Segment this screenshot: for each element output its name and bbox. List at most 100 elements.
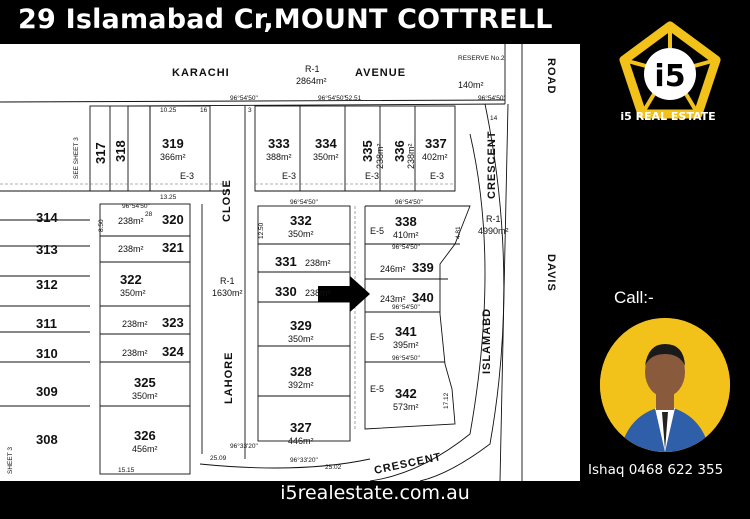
- dim-label: 12.50: [258, 222, 265, 239]
- arrow-icon: [318, 276, 370, 312]
- dim-label: 25.09: [210, 455, 227, 462]
- agent-photo: [600, 318, 730, 452]
- lot-area: 456m²: [132, 444, 158, 454]
- lot-number: 318: [113, 140, 128, 162]
- lot-area: 243m²: [380, 294, 406, 304]
- lot-number: 317: [93, 142, 108, 164]
- lot-number: 333: [268, 136, 290, 151]
- lot-number: 342: [395, 386, 417, 401]
- lot-area: 350m²: [313, 152, 339, 162]
- lot-number: 321: [162, 240, 184, 255]
- reserve-zone: R-1: [486, 214, 501, 224]
- road-islamabd: ISLAMABD: [481, 308, 493, 374]
- dim-label: 52.51: [345, 95, 362, 102]
- lot-area: 573m²: [393, 402, 419, 412]
- lot-number: 324: [162, 344, 184, 359]
- lot-number: 338: [395, 214, 417, 229]
- lot-area: 350m²: [288, 334, 314, 344]
- dim-label: 17.12: [443, 392, 450, 409]
- bearing-label: 96°54'50": [392, 354, 421, 362]
- bearing-label: 96°54'50": [230, 94, 259, 102]
- lot-number: 311: [36, 316, 57, 331]
- dim-label: 8.50: [98, 219, 105, 232]
- easement-label: E-5: [370, 384, 384, 394]
- plan-drawing: KARACHI AVENUE ROAD DAVIS CLOSE LAHORE I…: [0, 44, 557, 481]
- lot-number: 320: [162, 212, 184, 227]
- easement-label: E-5: [370, 226, 384, 236]
- lot-area: 366m²: [160, 152, 186, 162]
- sheet3-label: SHEET 3: [7, 447, 14, 474]
- agent-phone[interactable]: 0468 622 355: [628, 462, 724, 478]
- bearing-label: 96°54'50": [290, 198, 319, 206]
- lot-area: 238m²: [122, 348, 148, 358]
- website-link[interactable]: i5realestate.com.au: [280, 482, 470, 504]
- lot-area: 238m²: [122, 319, 148, 329]
- brand-name: i5 REAL ESTATE: [620, 110, 716, 123]
- lot-number: 309: [36, 384, 58, 399]
- brand-logo: i5: [614, 18, 726, 128]
- bearing-label: 96°54'50": [392, 243, 421, 251]
- lot-area: 350m²: [288, 229, 314, 239]
- lot-number: 329: [290, 318, 312, 333]
- reserve-area: 4990m²: [478, 226, 509, 236]
- lot-number: 313: [36, 242, 58, 257]
- lot-number: 310: [36, 346, 58, 361]
- reserve-area: 140m²: [458, 80, 484, 90]
- bearing-label: 96°33'20": [230, 442, 259, 450]
- lot-number: 319: [162, 136, 184, 151]
- see-sheet-label: SEE SHEET 3: [73, 137, 80, 179]
- easement-label: E-3: [180, 171, 194, 181]
- road-avenue: AVENUE: [355, 67, 406, 79]
- reserve-area: 1630m²: [212, 288, 243, 298]
- lot-area: 446m²: [288, 436, 314, 446]
- pentagon-logo-icon: i5: [619, 21, 721, 119]
- call-label: Call:-: [614, 288, 654, 307]
- road-crescent-right: CRESCENT: [486, 130, 498, 199]
- lot-number: 328: [290, 364, 312, 379]
- lot-area: 402m²: [422, 152, 448, 162]
- dim-label: 25.02: [325, 464, 342, 471]
- reserve-zone: R-1: [220, 276, 235, 286]
- road-karachi: KARACHI: [172, 67, 230, 79]
- easement-label: E-5: [370, 332, 384, 342]
- lot-area: 392m²: [288, 380, 314, 390]
- lot-number: 334: [315, 136, 337, 151]
- agent-name: Ishaq: [588, 462, 625, 478]
- lot-number: 327: [290, 420, 312, 435]
- bearing-label: 96°33'20": [290, 456, 319, 464]
- dim-label: 15.15: [118, 467, 135, 474]
- easement-label: E-3: [365, 171, 379, 181]
- dim-label: 14: [490, 115, 498, 122]
- easement-label: E-3: [430, 171, 444, 181]
- reserve-zone: RESERVE No.2: [458, 55, 505, 62]
- lot-area: 246m²: [380, 264, 406, 274]
- lot-number: 323: [162, 315, 184, 330]
- lot-area: 238m²: [118, 244, 144, 254]
- lot-area: 350m²: [120, 288, 146, 298]
- lot-area: 238m²: [305, 288, 331, 298]
- road-davis: DAVIS: [545, 254, 557, 292]
- lot-number: 335: [360, 140, 375, 162]
- lot-area: 395m²: [393, 340, 419, 350]
- easement-label: E-3: [282, 171, 296, 181]
- lot-number: 312: [36, 277, 58, 292]
- dim-label: 28: [145, 211, 153, 218]
- lot-area: 238m²: [406, 143, 416, 169]
- dim-label: 16: [200, 107, 208, 114]
- dim-label: 4.81: [455, 226, 462, 239]
- lot-number: 331: [275, 254, 297, 269]
- road-crescent-bottom: CRESCENT: [373, 451, 443, 477]
- lot-number: 332: [290, 213, 312, 228]
- lot-number: 341: [395, 324, 417, 339]
- lot-number: 326: [134, 428, 156, 443]
- bearing-label: 96°54'50": [395, 198, 424, 206]
- agent-avatar-icon: [600, 318, 730, 452]
- lot-area: 238m²: [375, 143, 385, 169]
- subdivision-plan: KARACHI AVENUE ROAD DAVIS CLOSE LAHORE I…: [0, 44, 580, 481]
- lot-area: 410m²: [393, 230, 419, 240]
- dim-label: 13.25: [160, 194, 177, 201]
- road-lahore: LAHORE: [223, 352, 235, 404]
- agent-contact: Ishaq 0468 622 355: [588, 462, 723, 478]
- lot-area: 388m²: [266, 152, 292, 162]
- bearing-label: 96°54'50": [392, 303, 421, 311]
